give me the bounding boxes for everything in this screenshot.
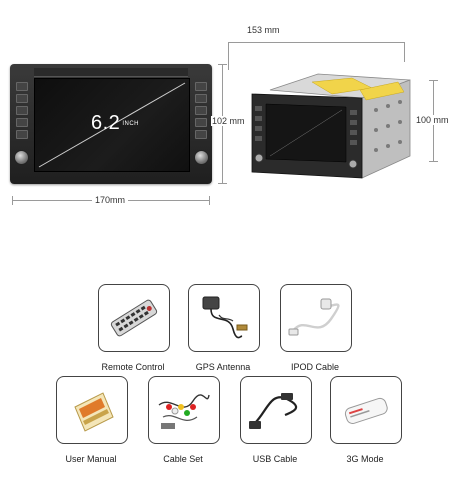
- remote-control-icon: [110, 299, 158, 337]
- front-width-tick-left: [12, 196, 13, 205]
- ipod-cable-icon: [288, 298, 340, 336]
- user-manual-label: User Manual: [65, 454, 117, 464]
- left-button: [16, 106, 28, 115]
- right-button: [195, 106, 207, 115]
- right-button: [195, 118, 207, 127]
- cable-set-icon: [158, 394, 210, 429]
- screen-size-value: 6.2: [91, 112, 121, 134]
- left-button: [16, 118, 28, 127]
- side-height-tick-bottom: [429, 161, 438, 162]
- 3g-mode-box: [330, 376, 402, 444]
- cable-set-label: Cable Set: [163, 454, 203, 464]
- user-manual-box: [56, 376, 128, 444]
- volume-knob: [14, 150, 29, 165]
- side-depth-line-h: [228, 42, 404, 43]
- usb-cable-icon: [249, 393, 298, 429]
- side-depth-line: [228, 42, 229, 70]
- ipod-cable-label: IPOD Cable: [290, 362, 340, 372]
- left-button: [16, 94, 28, 103]
- front-width-tick-right: [209, 196, 210, 205]
- ipod-cable-box: [280, 284, 352, 352]
- side-depth-label: 153 mm: [247, 25, 280, 35]
- disc-slot: [34, 68, 188, 77]
- cable-set-box: [148, 376, 220, 444]
- user-manual-icon: [74, 392, 114, 432]
- usb-cable-label: USB Cable: [252, 454, 298, 464]
- gps-antenna-icon: [202, 296, 248, 339]
- right-button: [195, 94, 207, 103]
- front-width-label: 170mm: [92, 195, 129, 205]
- front-height-tick-bottom: [218, 183, 227, 184]
- 3g-dongle-icon: [344, 397, 388, 424]
- front-height-label: 102 mm: [211, 116, 246, 126]
- screen-diagonal-icon: [38, 82, 186, 168]
- 3g-mode-label: 3G Mode: [346, 454, 384, 464]
- side-height-label: 100 mm: [415, 115, 450, 125]
- left-button: [16, 82, 28, 91]
- remote-control-box: [98, 284, 170, 352]
- gps-antenna-box: [188, 284, 260, 352]
- side-view-unit: [251, 73, 411, 179]
- right-button: [195, 82, 207, 91]
- gps-antenna-label: GPS Antenna: [195, 362, 251, 372]
- side-depth-line-r: [404, 42, 405, 62]
- screen-size-unit: INCH: [122, 120, 139, 127]
- tune-knob: [194, 150, 209, 165]
- side-height-tick-top: [429, 80, 438, 81]
- remote-control-label: Remote Control: [101, 362, 165, 372]
- usb-cable-box: [240, 376, 312, 444]
- left-button: [16, 130, 28, 139]
- right-button: [195, 130, 207, 139]
- front-height-tick-top: [218, 64, 227, 65]
